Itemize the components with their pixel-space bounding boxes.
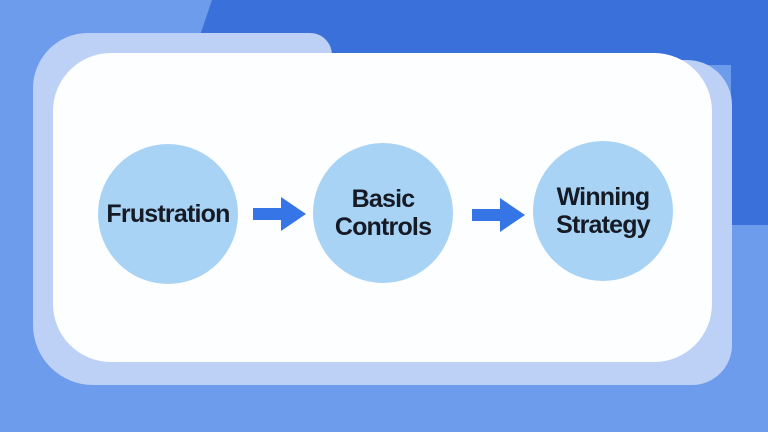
step-label: Basic Controls <box>334 185 432 241</box>
step-label: Frustration <box>106 200 230 228</box>
arrow-right-shape <box>472 198 525 232</box>
arrow-right-icon <box>472 198 525 232</box>
arrow-right-shape <box>253 197 306 231</box>
step-label-line: Basic <box>351 185 416 213</box>
step-label-line: Frustration <box>106 200 230 228</box>
step-circle-winning-strategy: Winning Strategy <box>533 141 673 281</box>
step-label: Winning Strategy <box>556 183 650 239</box>
step-label-line: Winning <box>556 183 651 211</box>
step-label-line: Strategy <box>556 211 650 239</box>
step-circle-basic-controls: Basic Controls <box>313 143 453 283</box>
arrow-right-icon <box>253 197 306 231</box>
step-circle-frustration: Frustration <box>98 144 238 284</box>
step-label-line: Controls <box>334 213 432 241</box>
